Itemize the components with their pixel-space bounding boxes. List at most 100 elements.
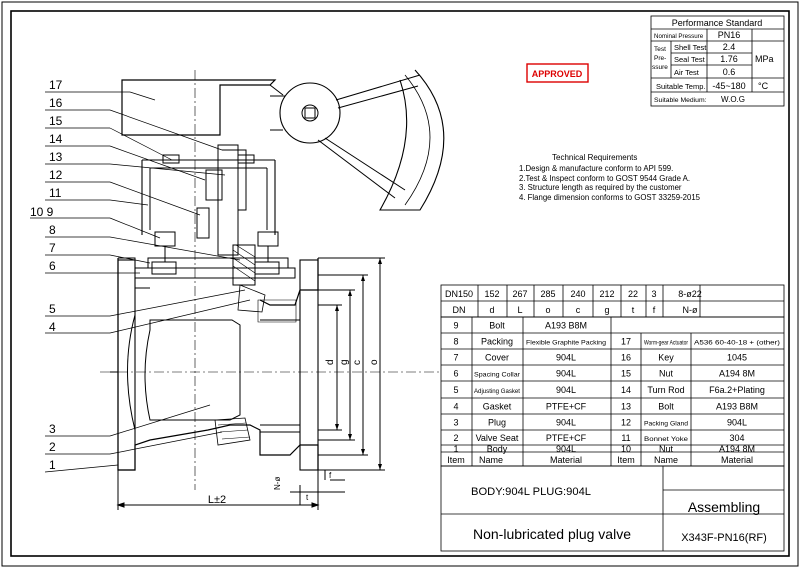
dimension-values: DN150 152 267 285 240 212 22 3 8-ø22 DN … [445, 289, 702, 315]
perf-row-value: W.O.G [721, 95, 745, 104]
callout-10-9: 10 9 [30, 205, 54, 219]
part-material: PTFE+CF [546, 433, 587, 443]
parts-header-item: Item [617, 455, 635, 465]
dim-label-g: g [339, 359, 350, 365]
part-item-number: 2 [453, 433, 458, 443]
callout-6: 6 [49, 259, 56, 273]
dim-symbol: c [576, 305, 581, 315]
assembling-label: Assembling [688, 499, 760, 515]
parts-header-material: Material [550, 455, 582, 465]
perf-unit-c: °C [758, 81, 769, 91]
body-plug-material: BODY:904L PLUG:904L [471, 486, 591, 498]
perf-row-value: PN16 [718, 30, 741, 40]
dimension-table [440, 284, 785, 318]
callout-14: 14 [49, 132, 63, 146]
callout-8: 8 [49, 223, 56, 237]
part-name: Body [487, 444, 508, 454]
part-name: Bolt [658, 402, 674, 412]
part-name: Packing [481, 337, 513, 347]
part-material: A194 8M [719, 444, 755, 454]
parts-header-item: Item [447, 455, 465, 465]
perf-title: Performance Standard [672, 18, 763, 28]
dim-label-o: o [369, 359, 380, 365]
dim-label-d: d [325, 359, 336, 365]
part-name: Bolt [489, 321, 505, 331]
part-name: Nut [659, 444, 674, 454]
part-item-number: 5 [453, 385, 458, 395]
parts-header-name: Name [479, 455, 503, 465]
dim-symbol: t [632, 305, 635, 315]
part-item-number: 3 [453, 418, 458, 428]
dim-label-c: c [352, 360, 363, 365]
part-material: 904L [556, 444, 576, 454]
part-item-number: 11 [621, 433, 630, 443]
perf-row-label: Air Test [674, 68, 700, 77]
perf-row-label: Nominal Pressure [654, 33, 704, 40]
dim-value: 267 [512, 289, 527, 299]
tech-item: 2.Test & Inspect conform to GOST 9544 Gr… [519, 174, 690, 183]
dim-symbol: o [545, 305, 550, 315]
part-name: Nut [659, 369, 674, 379]
dim-symbol: d [489, 305, 494, 315]
perf-row-label: Suitable Medium: [654, 97, 707, 104]
dim-value: 152 [484, 289, 499, 299]
approved-stamp [526, 63, 589, 83]
parts-header-material: Material [721, 455, 753, 465]
part-name: Valve Seat [476, 433, 519, 443]
part-name: Turn Rod [647, 385, 684, 395]
tech-title: Technical Requirements [552, 153, 637, 162]
part-name: Cover [485, 353, 509, 363]
part-material: 904L [556, 385, 576, 395]
callout-leaders [30, 91, 251, 473]
perf-row-value: -45~180 [712, 81, 745, 91]
part-item-number: 6 [453, 369, 458, 379]
dim-label-L: L±2 [208, 494, 226, 506]
part-item-number: 4 [453, 402, 458, 412]
valve-description: Non-lubricated plug valve [473, 526, 631, 542]
part-item-number: 13 [621, 402, 631, 412]
part-item-number: 12 [621, 418, 631, 428]
tech-item: 1.Design & manufacture conform to API 59… [519, 164, 673, 173]
perf-unit-mpa: MPa [755, 54, 774, 64]
dim-value: 285 [540, 289, 555, 299]
dim-symbol: N-ø [683, 305, 698, 315]
valve-drawing [100, 69, 445, 510]
part-material: 904L [556, 353, 576, 363]
dim-value: 212 [599, 289, 614, 299]
dim-value: 8-ø22 [678, 289, 702, 299]
callout-15: 15 [49, 114, 63, 128]
callout-13: 13 [49, 150, 63, 164]
dim-value: DN150 [445, 289, 473, 299]
part-name: Plug [488, 418, 506, 428]
perf-row-label: Suitable Temp. [656, 82, 705, 91]
dim-label-nphi: N-ø [273, 477, 282, 490]
perf-test-label: Pre- [654, 55, 666, 62]
performance-table [650, 15, 785, 107]
part-item-number: 16 [621, 353, 631, 363]
parts-header-name: Name [654, 455, 678, 465]
part-name: Packing Gland [644, 421, 688, 428]
dim-label-f: f [329, 471, 332, 480]
part-material: A536 60-40-18 + (other) [694, 341, 780, 347]
part-item-number: 9 [453, 321, 458, 331]
dim-value: 22 [628, 289, 638, 299]
dim-symbol: DN [453, 305, 466, 315]
part-item-number: 15 [621, 369, 631, 379]
part-name: Key [658, 353, 674, 363]
part-name: Gasket [483, 402, 512, 412]
dim-symbol: L [517, 305, 522, 315]
part-material: F6a.2+Plating [709, 385, 765, 395]
part-material: 904L [556, 418, 576, 428]
callout-16: 16 [49, 96, 63, 110]
tech-item: 3. Structure length as required by the c… [519, 183, 682, 192]
part-name: Adjusting Gasket [474, 388, 520, 395]
part-item-number: 8 [453, 337, 458, 347]
part-material: Flexible Graphite Packing [526, 341, 606, 347]
perf-test-label: Test [654, 46, 666, 53]
dim-symbol: f [653, 305, 656, 315]
part-material: 304 [729, 433, 744, 443]
valve-model: X343F-PN16(RF) [681, 532, 767, 544]
callout-17: 17 [49, 78, 63, 92]
